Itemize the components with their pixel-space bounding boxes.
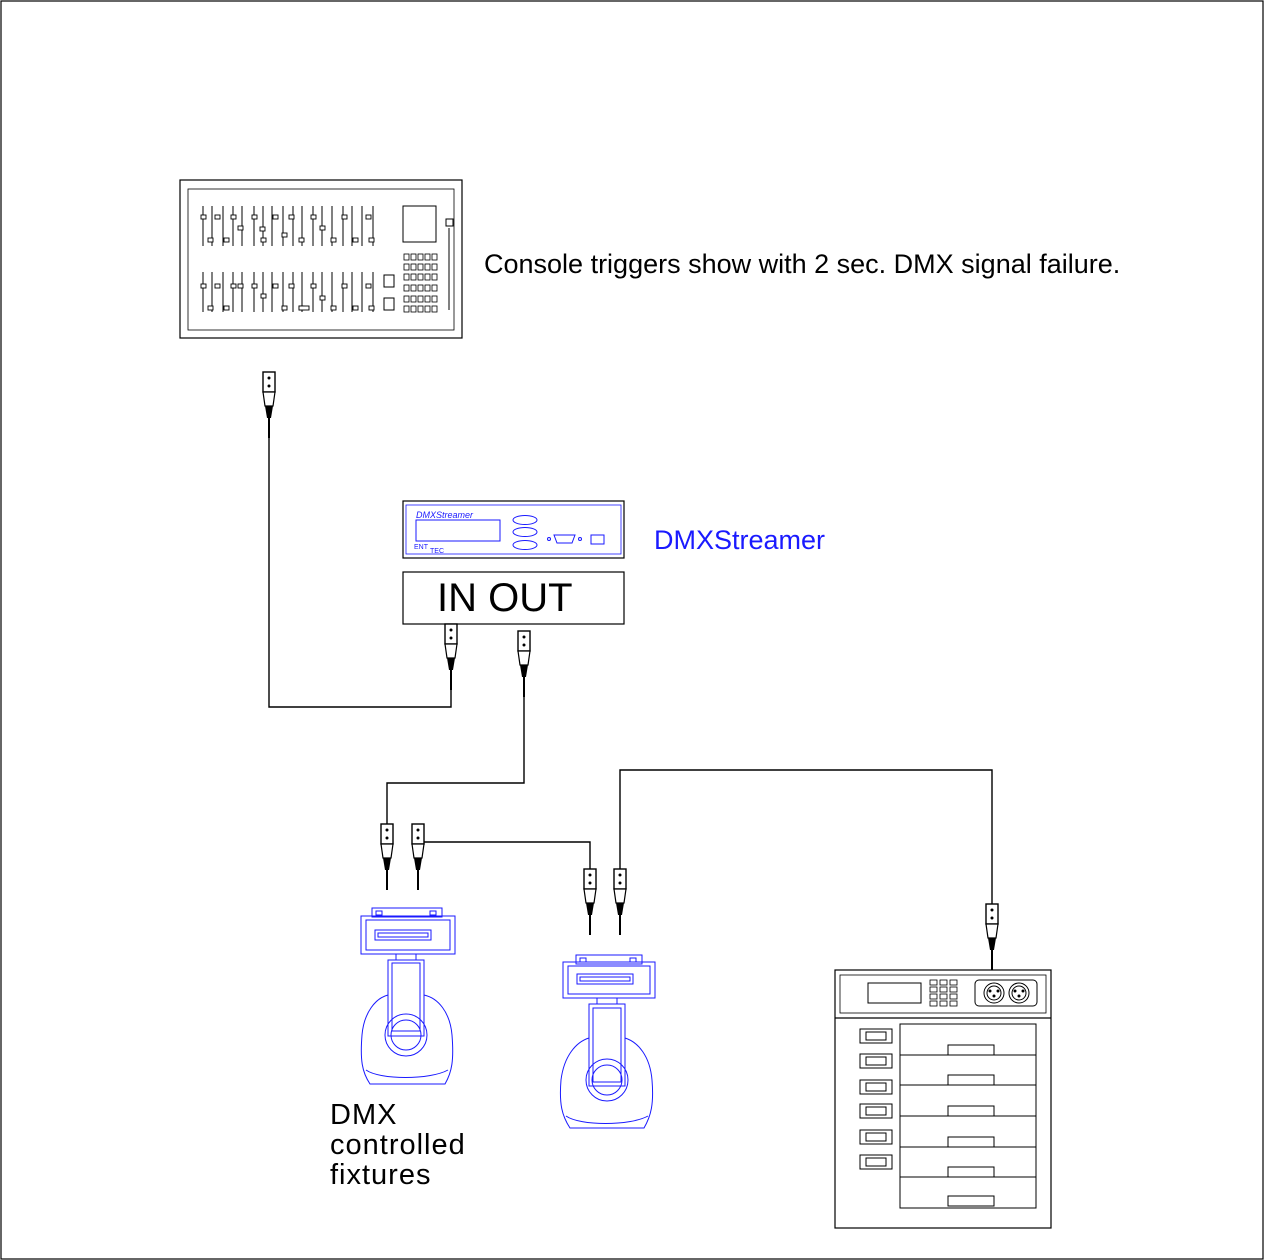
dimmer-rack	[834, 969, 1052, 1229]
moving-head-fixture-1	[360, 907, 456, 1085]
streamer-serial-port	[553, 534, 576, 544]
console-button-b	[383, 297, 395, 311]
streamer-brand-right: TEC	[430, 548, 444, 555]
lighting-console	[179, 179, 463, 339]
cable-console-to-streamer	[268, 438, 452, 708]
console-display	[402, 205, 437, 243]
console-button-a	[383, 274, 395, 288]
console-master-fader-knob	[445, 218, 454, 227]
dmx-streamer-unit	[402, 500, 625, 559]
streamer-usb-port	[590, 534, 605, 545]
fixtures-label: DMX controlled fixtures	[330, 1100, 466, 1190]
streamer-button-3	[512, 540, 538, 550]
dimmer-display	[867, 982, 922, 1004]
fixtures-label-line-3: fixtures	[330, 1159, 432, 1191]
streamer-button-1	[512, 515, 538, 525]
fixtures-label-line-1: DMX	[330, 1099, 398, 1131]
streamer-display	[415, 519, 501, 542]
dimmer-channel-switches	[859, 1028, 893, 1170]
dmx-streamer-label: DMXStreamer	[654, 525, 826, 555]
dimmer-keypad	[929, 979, 958, 1007]
streamer-panel-text: DMXStreamer	[416, 510, 474, 520]
dimmer-dmx-ports	[974, 979, 1038, 1007]
in-out-ports-label: IN OUT	[437, 576, 573, 620]
console-keypad	[403, 253, 438, 313]
cable-fixture-2-to-dimmer	[619, 769, 993, 940]
streamer-brand-left: ENT	[414, 544, 428, 551]
streamer-button-2	[512, 527, 538, 537]
console-caption: Console triggers show with 2 sec. DMX si…	[484, 249, 1121, 279]
fixtures-label-line-2: controlled	[330, 1129, 466, 1161]
streamer-io-panel	[402, 571, 625, 625]
fader-bank-top	[200, 206, 375, 246]
dimmer-channel-modules	[899, 1023, 1037, 1209]
fader-bank-bottom	[200, 272, 375, 312]
moving-head-fixture-2	[559, 954, 656, 1129]
